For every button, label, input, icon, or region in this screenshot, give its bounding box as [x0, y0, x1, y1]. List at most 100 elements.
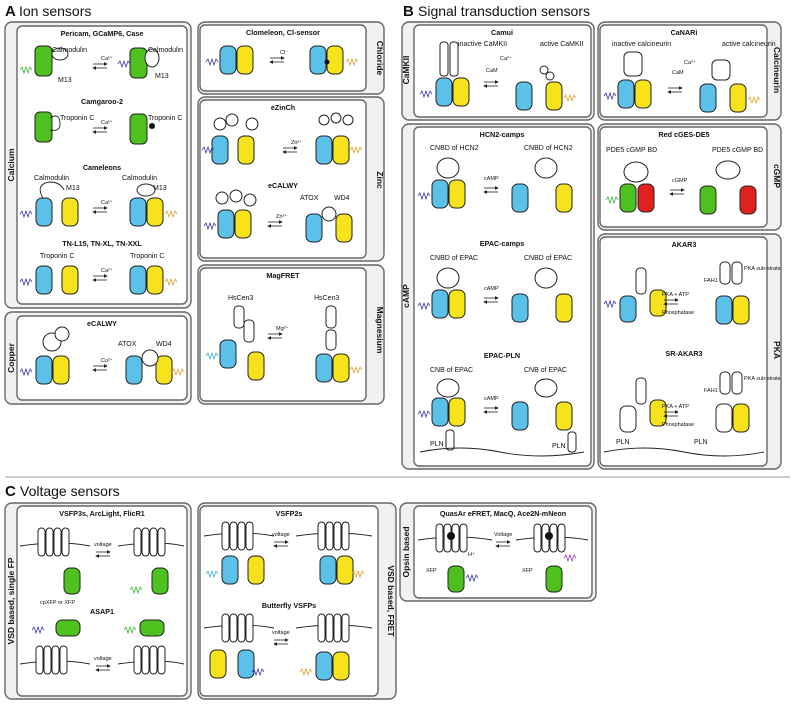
svg-text:cpXFP or XFP: cpXFP or XFP	[40, 600, 75, 606]
panel-epacpln: EPAC-PLN CNB of EPAC cAMP CNB of EPAC PL…	[417, 351, 585, 457]
svg-text:M13: M13	[66, 185, 80, 192]
svg-text:inactive calcineurin: inactive calcineurin	[612, 41, 671, 48]
panel-title: Pericam, GCaMP6, Case	[61, 29, 144, 38]
svg-text:QuasAr eFRET, MacQ, Ace2N-mNeo: QuasAr eFRET, MacQ, Ace2N-mNeon	[440, 509, 566, 518]
svg-text:CNB of EPAC: CNB of EPAC	[524, 367, 567, 374]
panel-quasar: QuasAr eFRET, MacQ, Ace2N-mNeon H⁺ XFP V…	[417, 509, 589, 593]
panel-epac: EPAC-camps CNBD of EPAC cAMP CNBD of EPA…	[417, 239, 573, 323]
svg-text:VSFP3s, ArcLight, FlicR1: VSFP3s, ArcLight, FlicR1	[59, 509, 145, 518]
side-label-chloride: Chloride	[375, 41, 385, 76]
panel-butterfly: Butterfly VSFPs voltage	[203, 601, 373, 681]
svg-text:PLN: PLN	[552, 443, 566, 450]
svg-text:MagFRET: MagFRET	[266, 271, 300, 280]
panel-redcges: Red cGES-DE5 PDE5 cGMP BD cGMP PDE5 cGMP…	[605, 130, 763, 215]
svg-text:Ca²⁺: Ca²⁺	[500, 55, 512, 62]
svg-text:TN-L15, TN-XL, TN-XXL: TN-L15, TN-XL, TN-XXL	[62, 239, 142, 248]
side-label-magnesium: Magnesium	[375, 307, 385, 354]
svg-text:Mg²⁺: Mg²⁺	[276, 325, 288, 332]
svg-text:WD4: WD4	[334, 195, 350, 202]
svg-text:PDE5 cGMP BD: PDE5 cGMP BD	[712, 147, 763, 154]
side-label-calcineurin: Calcineurin	[772, 47, 782, 93]
svg-text:PKA sub-strate: PKA sub-strate	[744, 376, 781, 382]
svg-text:ATOX: ATOX	[118, 341, 137, 348]
side-label-copper: Copper	[6, 342, 16, 372]
side-label-zinc: Zinc	[375, 171, 385, 189]
svg-text:Camui: Camui	[491, 28, 513, 37]
section-b: B Signal transduction sensors CaMKII Cam…	[401, 3, 782, 470]
svg-text:Phosphatase: Phosphatase	[662, 422, 694, 428]
side-label-vsd-single: VSD based, single FP	[6, 557, 16, 644]
section-c: C Voltage sensors VSD based, single FP V…	[4, 483, 597, 700]
svg-text:CNBD of EPAC: CNBD of EPAC	[430, 255, 478, 262]
panel-canari: CaNARi inactive calcineurin CaM Ca²⁺ act…	[603, 28, 776, 113]
svg-text:VSFP2s: VSFP2s	[276, 509, 303, 518]
svg-text:CNBD of EPAC: CNBD of EPAC	[524, 255, 572, 262]
svg-text:XFP: XFP	[522, 568, 533, 574]
svg-text:Ca²⁺: Ca²⁺	[101, 199, 113, 206]
svg-text:H⁺: H⁺	[468, 551, 475, 558]
svg-text:Camgaroo-2: Camgaroo-2	[81, 97, 123, 106]
svg-text:voltage: voltage	[272, 630, 290, 636]
svg-text:Troponin C: Troponin C	[60, 115, 94, 122]
svg-text:eCALWY: eCALWY	[268, 181, 298, 190]
svg-text:cAMP: cAMP	[484, 286, 499, 292]
panel-ecalwy-zn: eCALWY Zn²⁺ ATOX WD4	[203, 181, 353, 243]
svg-text:PLN: PLN	[616, 439, 630, 446]
side-label-camp: cAMP	[401, 284, 411, 308]
panel-asap1: ASAP1 voltage	[19, 607, 185, 675]
svg-text:SR-AKAR3: SR-AKAR3	[665, 349, 702, 358]
svg-text:Troponin C: Troponin C	[130, 253, 164, 260]
section-a-title: Ion sensors	[19, 3, 91, 19]
panel-camgaroo: Camgaroo-2 Troponin C Ca²⁺ Troponin C	[34, 97, 182, 145]
svg-text:PKA sub-strate: PKA sub-strate	[744, 266, 781, 272]
svg-text:cGMP: cGMP	[672, 178, 688, 184]
svg-text:PKA + ATP: PKA + ATP	[662, 404, 689, 410]
svg-text:voltage: voltage	[94, 656, 112, 662]
section-b-letter: B	[403, 3, 414, 20]
svg-text:CaM: CaM	[672, 70, 684, 76]
svg-text:EPAC-PLN: EPAC-PLN	[484, 351, 520, 360]
svg-text:Zn²⁺: Zn²⁺	[276, 213, 287, 220]
side-label-calcium: Calcium	[6, 148, 16, 182]
svg-text:Red cGES-DE5: Red cGES-DE5	[658, 130, 709, 139]
svg-text:Ca²⁺: Ca²⁺	[684, 59, 696, 66]
svg-text:AKAR3: AKAR3	[672, 240, 697, 249]
svg-text:FAH1 BD: FAH1 BD	[704, 278, 727, 284]
svg-text:PDE5 cGMP BD: PDE5 cGMP BD	[606, 147, 657, 154]
svg-text:Clomeleon, Cl-sensor: Clomeleon, Cl-sensor	[246, 28, 320, 37]
svg-text:Cameleons: Cameleons	[83, 163, 121, 172]
svg-text:Phosphatase: Phosphatase	[662, 310, 694, 316]
svg-text:Cl⁻: Cl⁻	[280, 50, 288, 56]
svg-text:HsCen3: HsCen3	[314, 295, 339, 302]
svg-text:ATOX: ATOX	[300, 195, 319, 202]
svg-text:CNB of EPAC: CNB of EPAC	[430, 367, 473, 374]
section-c-letter: C	[5, 483, 16, 500]
section-a: A Ion sensors Calcium Pericam, GCaMP6, C…	[4, 3, 385, 405]
panel-camui: Camui inactive CaMKII CaM Ca²⁺ active Ca…	[419, 28, 584, 111]
svg-text:active calcineurin: active calcineurin	[722, 41, 776, 48]
svg-text:WD4: WD4	[156, 341, 172, 348]
svg-text:Ca²⁺: Ca²⁺	[101, 55, 113, 62]
panel-akar3: AKAR3 PKA + ATP Phosphatase FAH1 BD PKA …	[603, 240, 781, 325]
panel-vsfp3: VSFP3s, ArcLight, FlicR1 cpXFP or XFP vo…	[19, 509, 185, 606]
svg-text:Ca²⁺: Ca²⁺	[101, 267, 113, 274]
svg-text:CNBD of HCN2: CNBD of HCN2	[524, 145, 573, 152]
panel-hcn2: HCN2-camps CNBD of HCN2 cAMP CNBD of HCN…	[417, 130, 573, 213]
svg-text:Calmodulin: Calmodulin	[34, 175, 69, 182]
panel-magfret: MagFRET HsCen3 Mg²⁺ HsCen3	[205, 271, 363, 383]
svg-text:CNBD of HCN2: CNBD of HCN2	[430, 145, 479, 152]
svg-text:Voltage: Voltage	[494, 532, 512, 538]
panel-srakar3: SR-AKAR3 PKA + ATP Phosphatase FAH1 BD P…	[603, 349, 781, 457]
side-label-opsin: Opsin based	[401, 526, 411, 577]
svg-text:voltage: voltage	[94, 542, 112, 548]
svg-text:M13: M13	[58, 77, 72, 84]
panel-tnl15: TN-L15, TN-XL, TN-XXL Troponin C Ca²⁺ Tr…	[19, 239, 178, 295]
svg-text:FAH1 BD: FAH1 BD	[704, 388, 727, 394]
svg-text:PLN: PLN	[694, 439, 708, 446]
side-label-vsd-fret: VSD based, FRET	[386, 565, 396, 637]
panel-cameleons: Cameleons Calmodulin M13 Ca²⁺ Calmodulin…	[19, 163, 178, 227]
panel-ecalwy-cu: eCALWY Cu²⁺ ATOX WD4	[19, 319, 185, 385]
svg-text:Butterfly VSFPs: Butterfly VSFPs	[262, 601, 316, 610]
side-label-camkii: CaMKII	[401, 56, 411, 85]
svg-text:cAMP: cAMP	[484, 176, 499, 182]
